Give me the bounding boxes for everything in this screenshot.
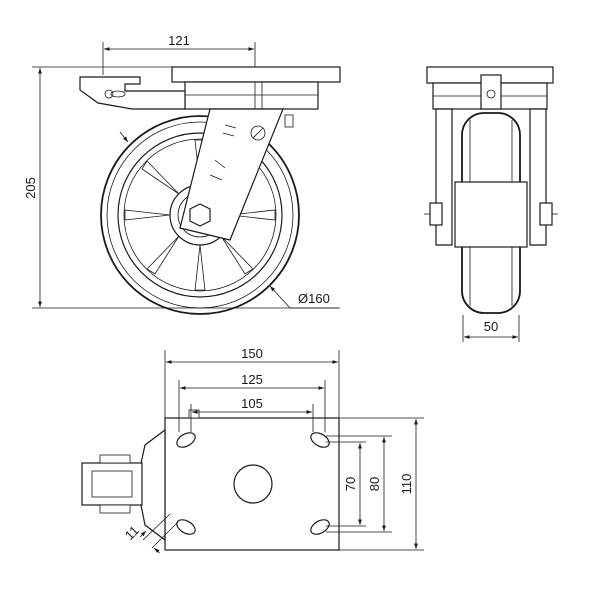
- top-view: 150 125 105 110 80 70 11: [81, 346, 424, 554]
- dim-hole-spacing-125: 125: [241, 372, 263, 387]
- side-view: 121 205 Ø160: [23, 33, 341, 315]
- dim-plate-width-110: 110: [399, 474, 414, 495]
- dim-offset-121: 121: [168, 33, 190, 48]
- dim-hole-spacing-80: 80: [367, 477, 382, 491]
- top-slot-holes: [176, 432, 330, 535]
- dim-wheel-diameter: Ø160: [298, 291, 330, 306]
- dim-hole-spacing-105: 105: [241, 396, 263, 411]
- side-top-plate: [171, 66, 341, 83]
- dim-hole-spacing-70: 70: [343, 477, 358, 491]
- dim-height-205: 205: [23, 177, 38, 199]
- front-view: 50: [424, 66, 558, 342]
- side-axle-nut: [189, 203, 211, 227]
- side-swivel-housing: [184, 81, 319, 110]
- dim-slot-width-11: 11: [122, 523, 142, 543]
- dim-plate-length-150: 150: [241, 346, 263, 361]
- dim-wheel-width-50: 50: [484, 319, 498, 334]
- side-brake-lever: [79, 76, 186, 110]
- top-center-hole: [233, 464, 273, 504]
